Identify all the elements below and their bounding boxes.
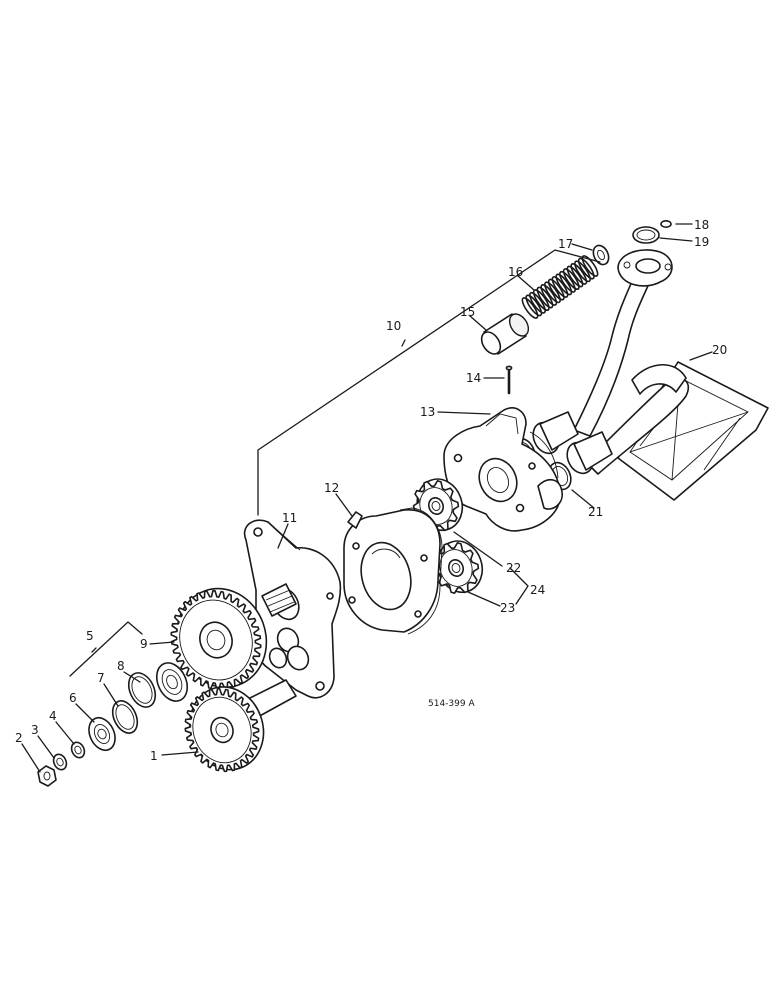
leader-lines <box>21 223 713 773</box>
snap-ring-7b <box>111 700 139 734</box>
gasket-ring-19 <box>632 226 660 244</box>
callout-7: 7 <box>97 671 105 685</box>
relief-valve-plunger-15 <box>480 313 530 355</box>
callout-4: 4 <box>49 709 57 723</box>
callout-5: 5 <box>86 629 94 643</box>
nut-2 <box>37 765 57 787</box>
callout-13: 13 <box>420 405 435 419</box>
pump-cover-13 <box>443 407 563 532</box>
callout-1: 1 <box>150 749 158 763</box>
callout-16: 16 <box>508 265 523 279</box>
callout-20: 20 <box>712 343 727 357</box>
callout-10: 10 <box>386 319 401 333</box>
pump-gear-23 <box>432 540 484 595</box>
callout-2: 2 <box>15 731 23 745</box>
bearing-8 <box>155 662 189 702</box>
callout-9: 9 <box>140 637 148 651</box>
callout-labels: 1 2 3 4 5 6 7 8 9 10 11 12 13 14 15 16 1… <box>15 218 727 763</box>
drive-gear-9 <box>170 587 268 691</box>
oil-strainer-assembly <box>532 249 769 501</box>
callout-21: 21 <box>588 505 603 519</box>
callout-14: 14 <box>466 371 481 385</box>
callout-6: 6 <box>69 691 77 705</box>
bearing-6 <box>88 716 116 752</box>
callout-18: 18 <box>694 218 709 232</box>
callout-23: 23 <box>500 601 515 615</box>
washer-4 <box>70 741 86 759</box>
callout-17: 17 <box>558 237 573 251</box>
callout-22: 22 <box>506 561 521 575</box>
washer-17 <box>592 244 610 266</box>
callout-11: 11 <box>282 511 297 525</box>
drawing-reference-code: 514-399 A <box>428 699 475 709</box>
pump-housing-11 <box>243 519 342 699</box>
callout-3: 3 <box>31 723 39 737</box>
seal-ring-18 <box>660 220 672 229</box>
snap-ring-7 <box>127 672 157 708</box>
callout-24: 24 <box>530 583 545 597</box>
drive-gear-shaft-1 <box>184 679 297 773</box>
callout-19: 19 <box>694 235 709 249</box>
relief-valve-spring-16 <box>521 255 599 319</box>
roll-pin-14 <box>505 365 513 395</box>
pump-body-12 <box>343 507 443 635</box>
callout-12: 12 <box>324 481 339 495</box>
callout-15: 15 <box>460 305 475 319</box>
callout-8: 8 <box>117 659 125 673</box>
washer-3 <box>52 753 68 771</box>
